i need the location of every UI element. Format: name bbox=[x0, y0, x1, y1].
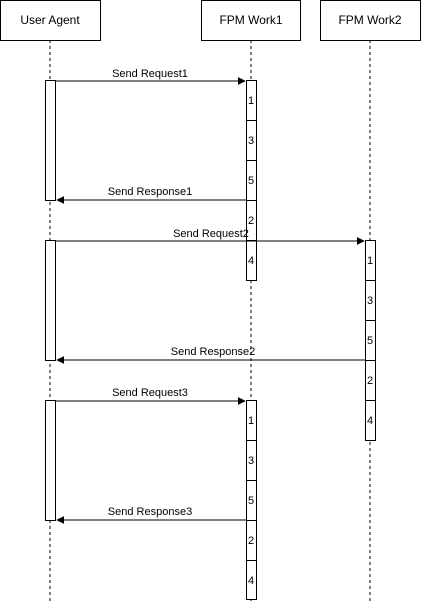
message-label: Send Request2 bbox=[173, 228, 249, 240]
slot-label: 3 bbox=[248, 455, 254, 467]
activation-user-agent-2 bbox=[45, 240, 56, 361]
slot-label: 4 bbox=[248, 255, 254, 267]
slot-label: 1 bbox=[248, 415, 254, 427]
activation-fpm1-c: 1 3 5 2 4 bbox=[246, 400, 257, 600]
message-label: Send Request3 bbox=[112, 387, 188, 399]
message-send-request1: Send Request1 bbox=[56, 68, 246, 85]
activation-fpm1-a: 1 3 5 2 4 bbox=[246, 80, 257, 281]
actor-label-fpm-work1: FPM Work1 bbox=[219, 13, 282, 27]
message-label: Send Response1 bbox=[108, 186, 192, 198]
message-label: Send Request1 bbox=[112, 68, 188, 80]
slot-label: 1 bbox=[248, 95, 254, 107]
message-label: Send Response3 bbox=[108, 506, 192, 518]
slot-label: 2 bbox=[248, 215, 254, 227]
slot-label: 3 bbox=[248, 135, 254, 147]
actor-fpm-work2: FPM Work2 bbox=[320, 0, 421, 41]
actor-label-fpm-work2: FPM Work2 bbox=[338, 13, 401, 27]
actor-fpm-work1: FPM Work1 bbox=[201, 0, 301, 41]
slot-label: 5 bbox=[248, 175, 254, 187]
actor-label-user-agent: User Agent bbox=[20, 13, 80, 27]
slot-label: 4 bbox=[367, 415, 373, 427]
slot-label: 5 bbox=[367, 335, 373, 347]
slot-label: 2 bbox=[248, 535, 254, 547]
message-send-response3: Send Response3 bbox=[56, 506, 246, 524]
activation-fpm2-b: 1 3 5 2 4 bbox=[365, 240, 376, 441]
message-send-response1: Send Response1 bbox=[56, 186, 246, 204]
activation-user-agent-1 bbox=[45, 80, 56, 201]
message-label: Send Response2 bbox=[171, 346, 255, 358]
slot-label: 3 bbox=[367, 295, 373, 307]
slot-label: 4 bbox=[248, 575, 254, 587]
message-send-request3: Send Request3 bbox=[56, 387, 246, 405]
message-send-request2: Send Request2 bbox=[56, 228, 365, 245]
message-send-response2: Send Response2 bbox=[56, 346, 365, 364]
activation-user-agent-3 bbox=[45, 400, 56, 521]
slot-label: 5 bbox=[248, 495, 254, 507]
actor-user-agent: User Agent bbox=[0, 0, 101, 41]
slot-label: 2 bbox=[367, 375, 373, 387]
slot-label: 1 bbox=[367, 255, 373, 267]
